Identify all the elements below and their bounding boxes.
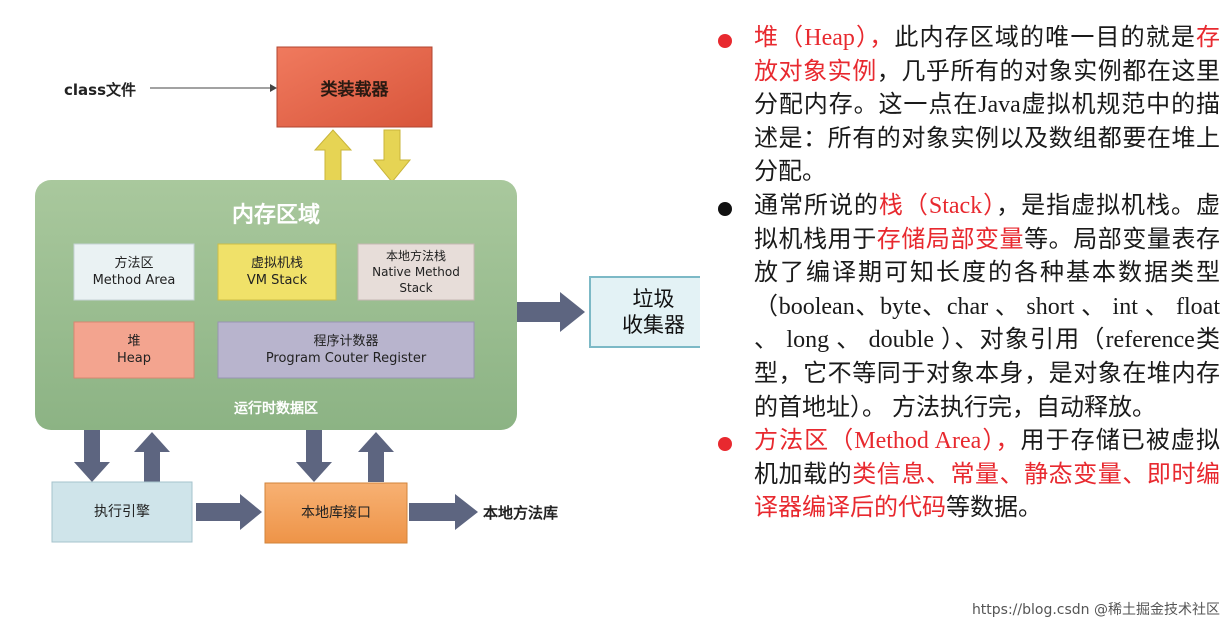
class-file-label: class文件 — [64, 81, 137, 99]
method-area-box — [73, 243, 195, 301]
stack-text-3: 等。局部变量表存放了编译期可知长度的各种基本数据类型（boolean、byte、… — [754, 226, 1221, 421]
stack-term: 栈（Stack） — [878, 192, 997, 219]
bullet-dot-icon — [718, 201, 732, 216]
down-arrow-engine — [74, 430, 110, 482]
method-area-en: Method Area — [92, 273, 176, 288]
native-stack-en2: Stack — [399, 281, 433, 295]
bullet-method-area: 方法区（Method Area），用于存储已被虚拟机加载的类信息、常量、静态变量… — [714, 425, 1220, 526]
diagram-shapes — [35, 46, 700, 544]
interface-to-library-arrow — [409, 494, 478, 530]
pc-register-cn: 程序计数器 — [313, 334, 379, 349]
gc-box — [589, 276, 700, 348]
pc-register-en: Program Couter Register — [265, 351, 427, 366]
class-loader-label: 类装载器 — [320, 80, 389, 100]
heap-text-1: 此内存区域的唯一目的就是 — [894, 25, 1197, 51]
up-arrow-yellow — [313, 129, 353, 187]
native-stack-box — [357, 243, 475, 301]
runtime-data-area-label: 运行时数据区 — [234, 401, 318, 417]
down-arrow-yellow — [372, 129, 412, 183]
jvm-memory-diagram: class文件 类装载器 内存区域 方法区 Method Area 虚拟机栈 VM … — [35, 46, 700, 544]
native-library-label: 本地方法库 — [483, 504, 559, 522]
native-stack-cn: 本地方法栈 — [385, 249, 446, 263]
heap-highlight: 存放对象实例 — [754, 25, 1221, 85]
class-loader-box — [276, 46, 433, 128]
gc-label-line2: 收集器 — [622, 313, 685, 337]
watermark: https://blog.csdn @稀土掘金技术社区 — [971, 599, 1220, 619]
vm-stack-box — [217, 243, 337, 301]
heap-term: 堆（Heap）， — [754, 25, 895, 51]
native-stack-en1: Native Method — [372, 265, 460, 279]
method-area-term: 方法区（Method Area）， — [754, 428, 1021, 455]
vm-stack-cn: 虚拟机栈 — [250, 256, 303, 271]
down-arrow-interface — [296, 430, 332, 482]
heap-en: Heap — [117, 351, 151, 366]
bullet-dot-icon — [718, 34, 732, 48]
heap-box — [73, 321, 195, 379]
vm-stack-label: 虚拟机栈 VM Stack — [218, 244, 336, 300]
up-arrow-interface — [358, 432, 394, 482]
method-area-cn: 方法区 — [114, 256, 154, 271]
stack-text-1: 通常所说的 — [754, 192, 879, 219]
vm-stack-en: VM Stack — [246, 273, 308, 288]
bullet-stack: 通常所说的栈（Stack），是指虚拟机栈。虚拟机栈用于存储局部变量等。局部变量表… — [714, 190, 1220, 425]
method-area-highlight: 类信息、常量、静态变量、即时编译器编译后的代码 — [754, 461, 1221, 522]
pc-register-label: 程序计数器 Program Couter Register — [218, 322, 474, 378]
gc-arrow — [517, 292, 585, 332]
method-area-label: 方法区 Method Area — [74, 244, 194, 300]
class-file-arrow-head — [270, 84, 277, 92]
pc-register-box — [217, 321, 475, 379]
up-arrow-engine — [134, 432, 170, 482]
stack-highlight: 存储局部变量 — [876, 226, 1025, 253]
heap-cn: 堆 — [127, 334, 141, 349]
method-area-text-1: 用于存储已被虚拟机加载的 — [754, 428, 1220, 488]
memory-area-title: 内存区域 — [231, 203, 320, 228]
heap-label: 堆 Heap — [74, 322, 194, 378]
execution-engine-box — [51, 481, 193, 543]
gc-label-line1: 垃圾 — [632, 287, 675, 311]
gc-label: 垃圾收集器 — [590, 277, 717, 347]
bullet-heap: 堆（Heap），此内存区域的唯一目的就是存放对象实例，几乎所有的对象实例都在这里… — [714, 22, 1220, 190]
heap-text-2: ，几乎所有的对象实例都在这里分配内存。这一点在Java虚拟机规范中的描述是：所有… — [754, 58, 1221, 186]
engine-to-interface-arrow — [196, 494, 262, 530]
stack-text-2: ，是指虚拟机栈。虚拟机栈用于 — [754, 192, 1221, 253]
method-area-text-2: 等数据。 — [946, 495, 1042, 522]
native-interface-label: 本地库接口 — [301, 504, 371, 521]
native-interface-box — [264, 482, 408, 544]
bullet-dot-icon — [718, 437, 732, 452]
execution-engine-label: 执行引擎 — [94, 503, 150, 520]
description-panel: 堆（Heap），此内存区域的唯一目的就是存放对象实例，几乎所有的对象实例都在这里… — [714, 22, 1220, 526]
